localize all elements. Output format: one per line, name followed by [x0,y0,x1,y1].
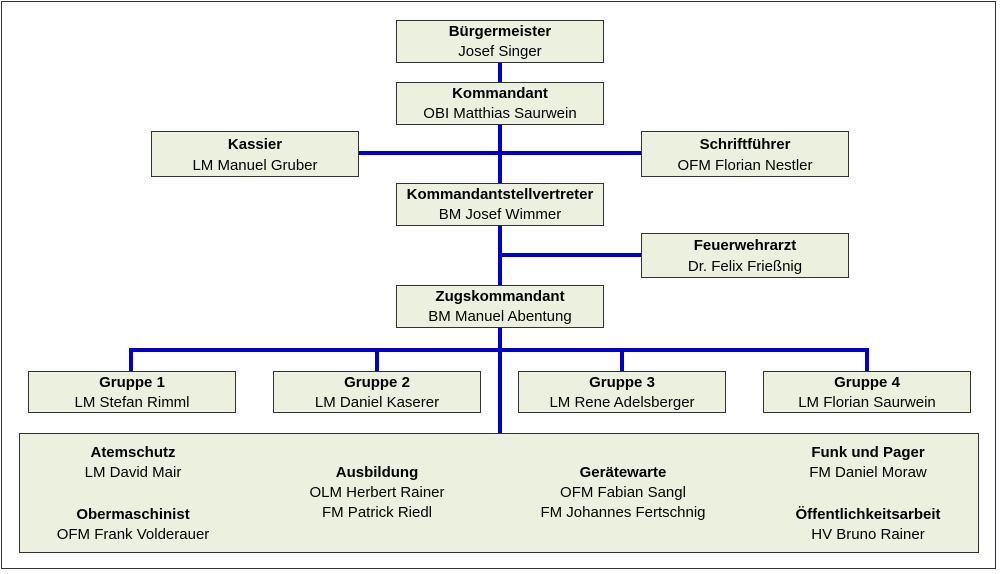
node-name: BM Manuel Abentung [428,308,572,325]
dept-name: OFM Fabian Sangl [560,484,686,501]
node-name: LM Manuel Gruber [192,157,318,174]
node-title: Gruppe 2 [344,374,410,391]
node-buergermeister: Bürgermeister Josef Singer [396,20,604,63]
node-gruppe-4: Gruppe 4 LM Florian Saurwein [763,371,971,413]
dept-name: OLM Herbert Rainer [309,484,445,501]
dept-name: HV Bruno Rainer [811,526,925,543]
dept-funk-und-pager: Funk und Pager FM Daniel Moraw [748,443,988,483]
dept-title: Atemschutz [90,444,176,461]
node-name: LM Florian Saurwein [798,394,936,411]
node-title: Gruppe 1 [99,374,165,391]
dept-name: FM Johannes Fertschnig [540,504,706,521]
node-name: OFM Florian Nestler [677,157,813,174]
dept-title: Obermaschinist [76,506,190,523]
dept-name: OFM Frank Volderauer [56,526,210,543]
node-title: Zugskommandant [435,288,565,305]
node-title: Gruppe 3 [589,374,655,391]
node-name: LM Daniel Kaserer [314,394,440,411]
node-gruppe-3: Gruppe 3 LM Rene Adelsberger [518,371,726,413]
dept-obermaschinist: Obermaschinist OFM Frank Volderauer [13,505,253,545]
node-feuerwehrarzt: Feuerwehrarzt Dr. Felix Frießnig [641,233,849,278]
dept-title: Gerätewarte [579,464,667,481]
dept-title: Ausbildung [335,464,419,481]
node-schriftfuehrer: Schriftführer OFM Florian Nestler [641,131,849,177]
node-title: Bürgermeister [448,23,552,40]
dept-name: FM Patrick Riedl [321,504,433,521]
dept-geraetewarte: Gerätewarte OFM Fabian Sangl FM Johannes… [503,463,743,523]
node-gruppe-1: Gruppe 1 LM Stefan Rimml [28,371,236,413]
node-name: Josef Singer [458,43,542,60]
node-title: Gruppe 4 [834,374,900,391]
node-name: LM Stefan Rimml [74,394,190,411]
node-kassier: Kassier LM Manuel Gruber [151,131,359,177]
dept-name: FM Daniel Moraw [809,464,927,481]
node-kommandantstellvertreter: Kommandantstellvertreter BM Josef Wimmer [396,183,604,226]
node-zugskommandant: Zugskommandant BM Manuel Abentung [396,285,604,328]
node-title: Kommandantstellvertreter [406,186,594,203]
node-title: Kommandant [452,85,548,102]
node-kommandant: Kommandant OBI Matthias Saurwein [396,82,604,125]
departments-panel: Atemschutz LM David Mair Obermaschinist … [19,433,979,553]
node-name: BM Josef Wimmer [438,206,562,223]
dept-title: Öffentlichkeitsarbeit [795,506,941,523]
node-title: Schriftführer [699,136,791,153]
node-title: Kassier [227,136,283,153]
node-name: OBI Matthias Saurwein [423,105,577,122]
node-name: LM Rene Adelsberger [549,394,695,411]
dept-ausbildung: Ausbildung OLM Herbert Rainer FM Patrick… [257,463,497,523]
dept-name: LM David Mair [84,464,182,481]
node-gruppe-2: Gruppe 2 LM Daniel Kaserer [273,371,481,413]
dept-title: Funk und Pager [811,444,925,461]
node-name: Dr. Felix Frießnig [687,258,803,275]
dept-oeffentlichkeitsarbeit: Öffentlichkeitsarbeit HV Bruno Rainer [748,505,988,545]
node-title: Feuerwehrarzt [693,237,797,254]
dept-atemschutz: Atemschutz LM David Mair [13,443,253,483]
